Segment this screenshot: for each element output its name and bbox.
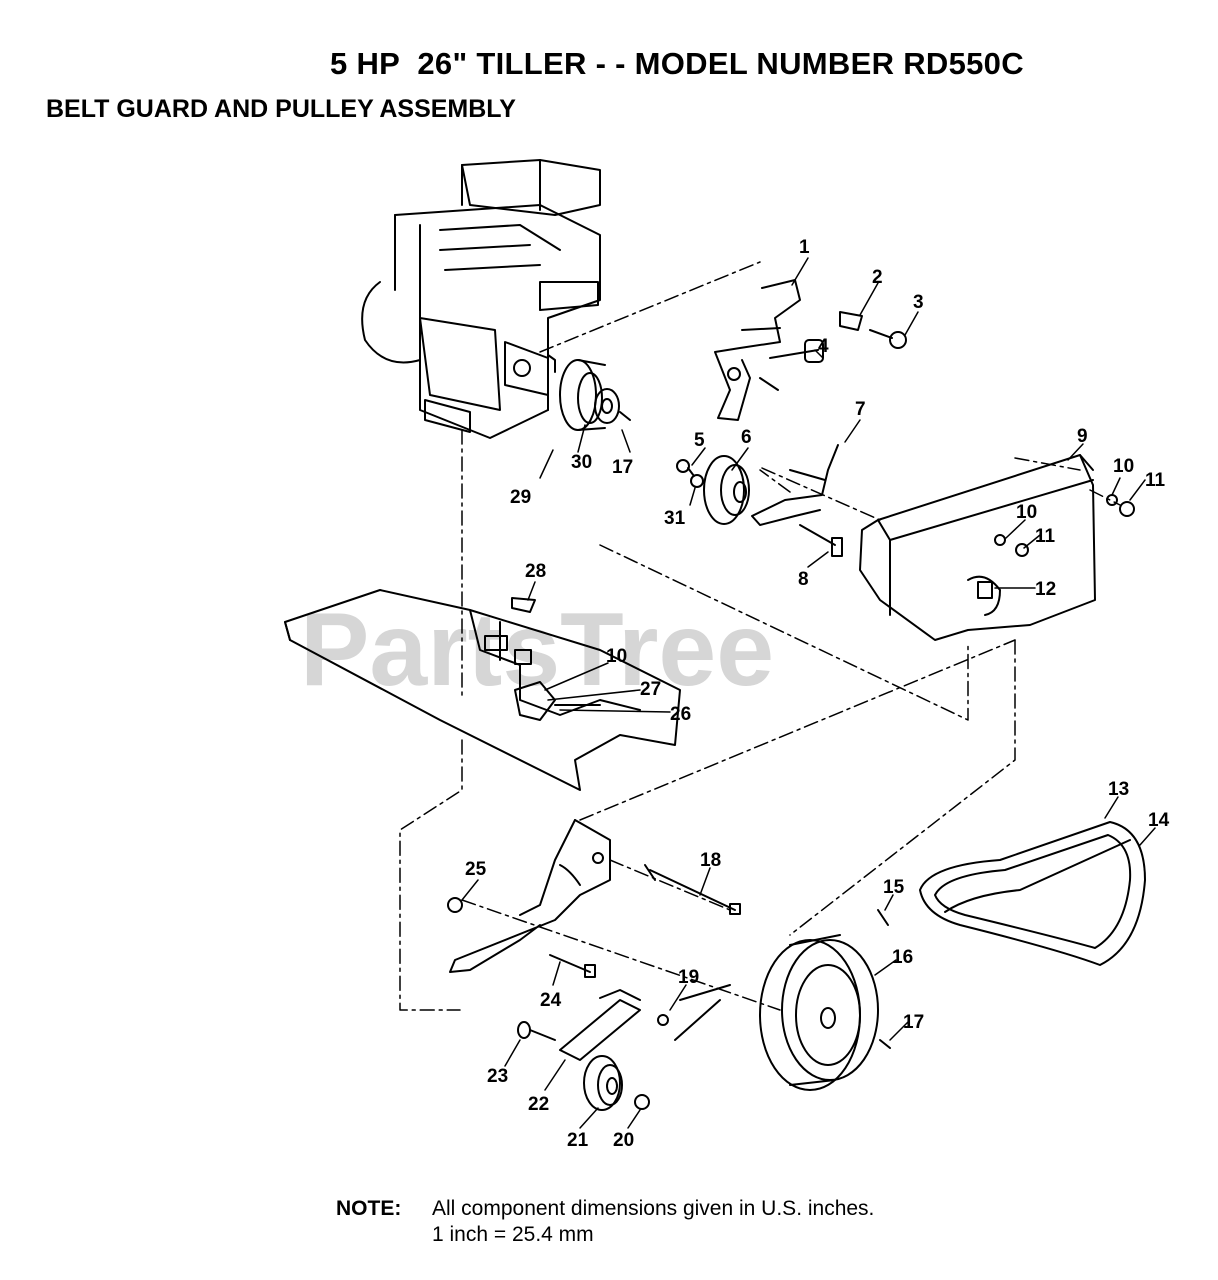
callout-27: 27: [640, 679, 661, 700]
callout-30: 30: [571, 452, 592, 473]
callout-20: 20: [613, 1130, 634, 1151]
callout-16: 16: [892, 947, 913, 968]
callout-10-shield: 10: [606, 646, 627, 667]
callout-24: 24: [540, 990, 562, 1011]
callout-12: 12: [1035, 579, 1056, 600]
leader-lines: [461, 257, 1156, 1129]
callout-26: 26: [670, 704, 691, 725]
callout-17-lower: 17: [903, 1012, 924, 1033]
callout-9: 9: [1077, 426, 1088, 447]
callout-15: 15: [883, 877, 905, 898]
idler-pulley-upper: [676, 455, 750, 525]
callout-13: 13: [1108, 779, 1129, 800]
callout-3: 3: [913, 292, 924, 313]
callout-25: 25: [465, 859, 487, 880]
engine-illustration: [361, 159, 601, 439]
lower-frame-bracket: [447, 819, 611, 973]
callout-10-cover: 10: [1016, 502, 1037, 523]
drive-pulley: [759, 909, 891, 1091]
callout-8: 8: [798, 569, 809, 590]
callout-28: 28: [525, 561, 546, 582]
note-line-1: All component dimensions given in U.S. i…: [432, 1197, 875, 1220]
diagram-title: 5 HP 26" TILLER - - MODEL NUMBER RD550C: [330, 46, 1024, 81]
callout-labels: 1 2 3 4 5 6 7 8 9 10 11 10 11 12 13 14 1…: [465, 237, 1170, 1151]
callout-22: 22: [528, 1094, 549, 1115]
assembly-guide-lines: [399, 261, 1121, 1011]
callout-21: 21: [567, 1130, 589, 1151]
assembly-subtitle: BELT GUARD AND PULLEY ASSEMBLY: [46, 95, 516, 123]
tine-shield: [284, 589, 681, 791]
v-belts: [919, 821, 1146, 966]
callout-5: 5: [694, 430, 705, 451]
callout-11: 11: [1145, 470, 1166, 491]
idler-pivot-arm: [517, 954, 731, 1061]
callout-14: 14: [1148, 810, 1170, 831]
callout-18: 18: [700, 850, 721, 871]
callout-19: 19: [678, 967, 699, 988]
long-bolt: [644, 864, 741, 915]
callout-31: 31: [664, 508, 686, 529]
belt-guard-cover: [859, 454, 1135, 641]
callout-1: 1: [799, 237, 810, 258]
idler-bracket: [714, 279, 801, 421]
note-line-2: 1 inch = 25.4 mm: [432, 1223, 594, 1246]
callout-17-upper: 17: [612, 457, 633, 478]
callout-2: 2: [872, 267, 883, 288]
callout-10: 10: [1113, 456, 1134, 477]
engine-pulley: [539, 359, 631, 479]
callout-4: 4: [818, 336, 829, 357]
small-hardware: [759, 311, 907, 391]
idler-pulley-lower: [583, 1055, 650, 1111]
idler-arm: [751, 444, 843, 557]
callout-11-cover: 11: [1035, 526, 1056, 547]
callout-7: 7: [855, 399, 866, 420]
partstree-watermark: PartsTree: [300, 592, 774, 708]
note-label: NOTE:: [336, 1197, 402, 1220]
callout-29: 29: [510, 487, 531, 508]
callout-6: 6: [741, 427, 752, 448]
callout-23: 23: [487, 1066, 508, 1087]
